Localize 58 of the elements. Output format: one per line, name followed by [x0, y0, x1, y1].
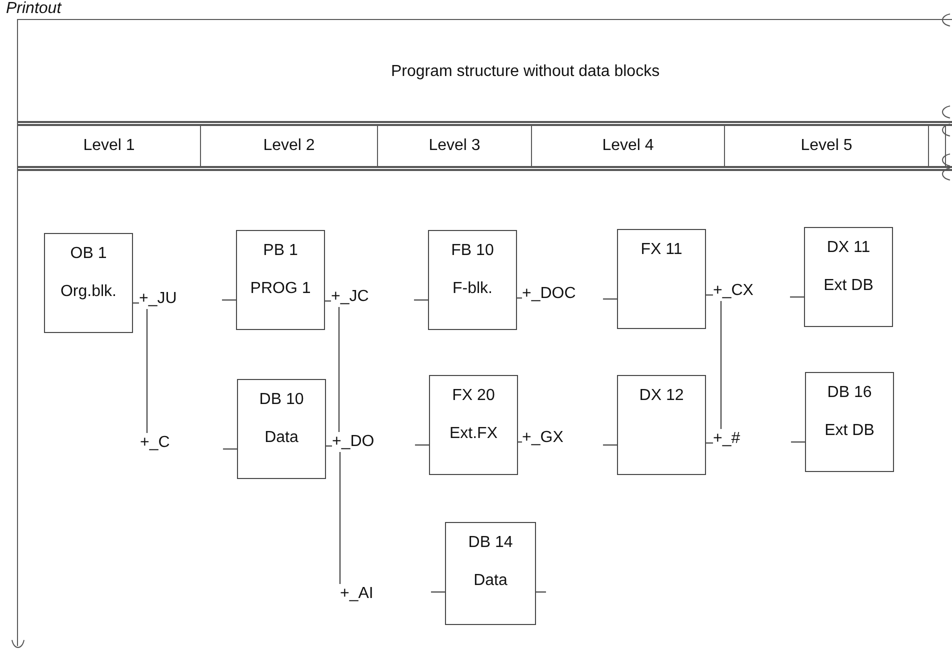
jump-label: +_DOC — [522, 284, 576, 304]
connector-line — [536, 591, 546, 593]
block-box — [804, 227, 893, 327]
block-description: Org.blk. — [60, 282, 116, 302]
connector-line — [222, 299, 236, 301]
block-box — [617, 229, 706, 329]
connector-line — [431, 591, 445, 593]
block-description: Data — [474, 571, 508, 591]
connector-line — [415, 444, 429, 446]
connector-line — [414, 299, 428, 301]
block-description: Ext DB — [824, 276, 874, 296]
block-box — [428, 230, 517, 330]
block-box — [805, 372, 894, 472]
block-description: F-blk. — [452, 279, 492, 299]
level-label: Level 2 — [263, 136, 315, 156]
block-box — [617, 375, 706, 475]
connector-line — [720, 301, 722, 429]
block-name: DB 10 — [259, 390, 304, 410]
block-box — [429, 375, 518, 475]
block-box — [236, 230, 325, 330]
level-label: Level 1 — [83, 136, 135, 156]
block-box — [237, 379, 326, 479]
connector-line — [338, 307, 340, 432]
block-description: Ext DB — [824, 421, 874, 441]
jump-label: +_# — [713, 429, 740, 449]
jump-label: +_C — [140, 433, 170, 453]
connector-line — [603, 444, 617, 446]
block-name: DB 14 — [468, 533, 513, 553]
level-label: Level 5 — [800, 136, 852, 156]
level-label: Level 4 — [602, 136, 654, 156]
block-description: Data — [264, 428, 298, 448]
block-name: DB 16 — [827, 383, 872, 403]
block-box — [44, 233, 133, 333]
block-name: DX 12 — [639, 386, 684, 406]
block-name: FX 20 — [452, 386, 495, 406]
connector-line — [791, 441, 805, 443]
connector-line — [603, 298, 617, 300]
block-description: PROG 1 — [250, 279, 311, 299]
level-label: Level 3 — [428, 136, 480, 156]
jump-label: +_CX — [713, 281, 754, 301]
block-name: PB 1 — [263, 241, 298, 261]
connector-line — [339, 452, 341, 584]
connector-line — [146, 309, 148, 433]
page-title: Printout — [6, 0, 62, 18]
jump-label: +_GX — [522, 428, 564, 448]
jump-label: +_AI — [340, 584, 374, 604]
jump-label: +_DO — [332, 432, 374, 452]
block-box — [445, 522, 536, 625]
header-text: Program structure without data blocks — [391, 62, 660, 82]
jump-label: +_JC — [331, 287, 369, 307]
connector-line — [790, 296, 804, 298]
block-name: FB 10 — [451, 241, 494, 261]
connector-line — [223, 448, 237, 450]
block-name: DX 11 — [826, 238, 870, 258]
block-name: FX 11 — [640, 240, 682, 260]
block-name: OB 1 — [70, 244, 107, 264]
jump-label: +_JU — [139, 289, 177, 309]
block-description: Ext.FX — [449, 424, 498, 444]
